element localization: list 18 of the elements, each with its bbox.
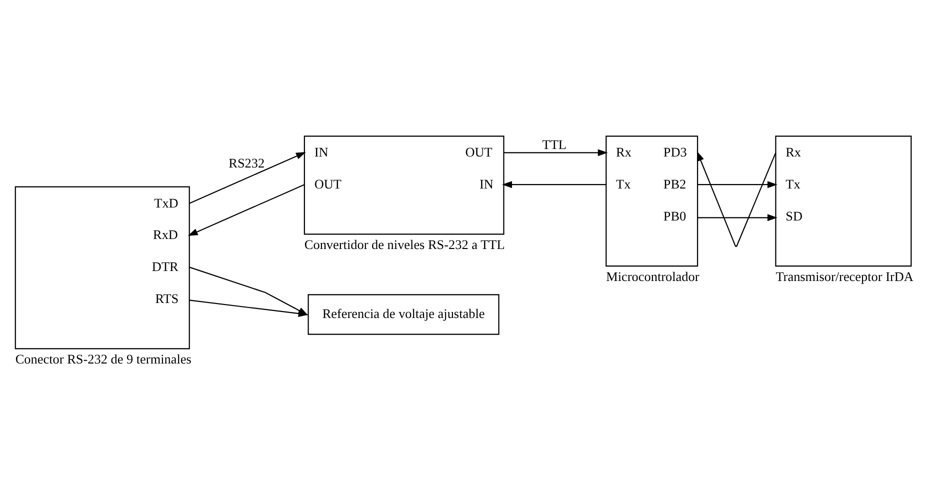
arrow	[188, 184, 305, 236]
edge-label: RS232	[228, 155, 265, 170]
node-box: Rx Tx SD	[775, 135, 912, 266]
node-box: Referencia de voltaje ajustable	[308, 294, 500, 334]
node-label: Microcontrolador	[606, 268, 700, 284]
edge-label: TTL	[542, 136, 566, 152]
node-label: Conector RS-232 de 9 terminales	[15, 351, 192, 366]
arrow	[696, 150, 776, 246]
node-box: Rx PD3 Tx PB2 PB0	[606, 135, 698, 266]
arrow	[698, 180, 778, 188]
node-box: TxD RxD DTR RTS	[14, 186, 190, 349]
node-box: IN OUT OUT IN	[304, 135, 504, 234]
arrow	[504, 148, 608, 156]
arrow	[189, 152, 306, 204]
arrow	[502, 180, 606, 188]
arrow	[698, 214, 778, 221]
node-label: Convertidor de niveles RS-232 a TTL	[304, 236, 505, 252]
node-label: Transmisor/receptor IrDA	[776, 268, 914, 284]
